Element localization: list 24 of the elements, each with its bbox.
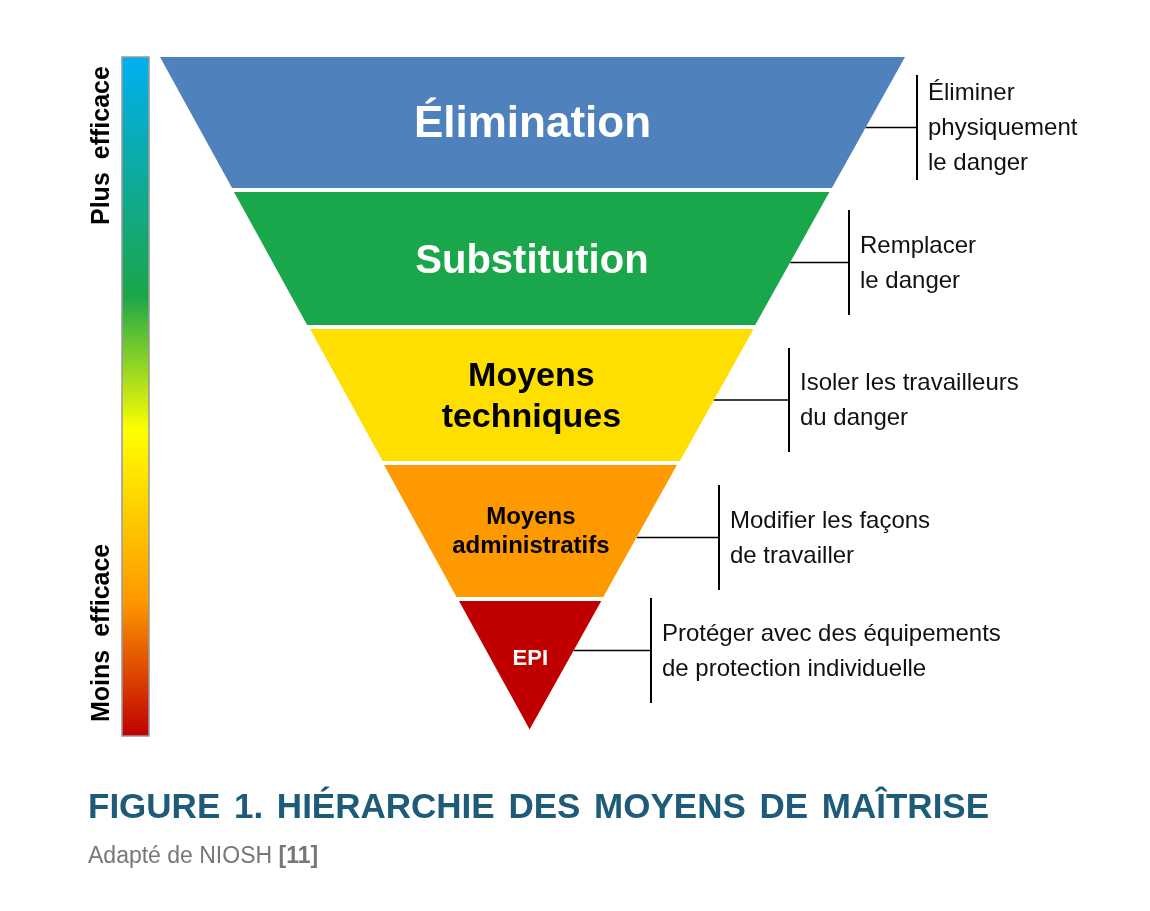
description-text: Isoler les travailleurs du danger bbox=[800, 367, 1020, 432]
band-title: Élimination bbox=[413, 96, 652, 149]
description-text: Modifier les façons de travailler bbox=[730, 504, 932, 570]
scale-label: Moins efficace bbox=[86, 542, 115, 724]
leader-line bbox=[712, 399, 789, 401]
band-title: EPI bbox=[512, 645, 549, 672]
figure-title: FIGURE 1. HIÉRARCHIE DES MOYENS DE MAÎTRISE bbox=[88, 786, 990, 826]
band-title: Moyens techniques bbox=[440, 354, 623, 436]
band-title: Substitution bbox=[415, 235, 649, 283]
leader-line bbox=[573, 649, 651, 652]
trapezoid-band bbox=[309, 329, 754, 461]
description-text: Protéger avec des équipements de protection individuelle bbox=[662, 617, 1002, 683]
description-text: Remplacer le danger bbox=[860, 229, 978, 295]
trapezoid-band bbox=[459, 601, 602, 730]
leader-line bbox=[789, 261, 849, 264]
leader-line bbox=[636, 536, 719, 539]
band-title: Moyens administratifs bbox=[451, 502, 611, 560]
leader-line bbox=[864, 126, 917, 129]
scale-label: Plus efficace bbox=[86, 65, 115, 228]
trapezoid-band bbox=[384, 465, 678, 597]
trapezoid-band bbox=[160, 57, 905, 188]
trapezoid-band bbox=[234, 192, 830, 325]
description-text: Éliminer physiquement le danger bbox=[928, 77, 1079, 177]
figure-caption: Adapté de NIOSH [11] bbox=[88, 842, 319, 869]
